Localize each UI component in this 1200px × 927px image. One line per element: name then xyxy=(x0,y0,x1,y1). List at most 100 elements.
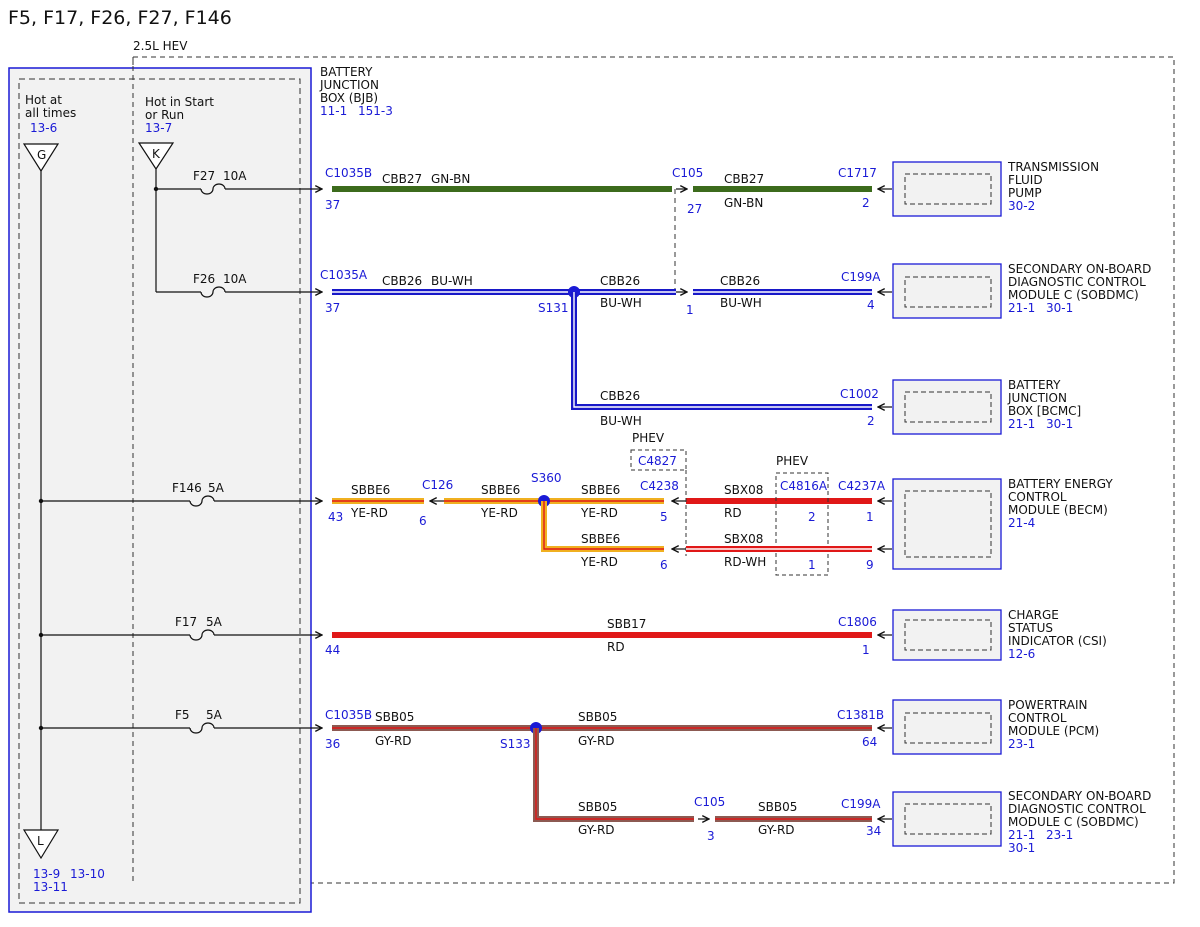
svg-text:30-1: 30-1 xyxy=(1008,841,1035,855)
svg-text:SBBE6: SBBE6 xyxy=(581,532,620,546)
svg-text:RD: RD xyxy=(724,506,742,520)
svg-text:6: 6 xyxy=(419,514,427,528)
svg-text:BOX (BJB): BOX (BJB) xyxy=(320,91,378,105)
svg-text:GY-RD: GY-RD xyxy=(375,734,412,748)
circuit-sbb17: 44 SBB17 RD C1806 1 xyxy=(325,615,892,657)
svg-text:BU-WH: BU-WH xyxy=(600,296,642,310)
svg-text:C126: C126 xyxy=(422,478,453,492)
svg-text:2: 2 xyxy=(867,414,875,428)
svg-text:TRANSMISSION: TRANSMISSION xyxy=(1007,160,1099,174)
svg-text:13-10: 13-10 xyxy=(70,867,105,881)
svg-text:10A: 10A xyxy=(223,272,247,286)
svg-text:PHEV: PHEV xyxy=(632,431,665,445)
component-transmission-fluid-pump: TRANSMISSION FLUID PUMP 30-2 xyxy=(892,160,1099,217)
component-csi: CHARGE STATUS INDICATOR (CSI) 12-6 xyxy=(892,608,1107,661)
svg-text:DIAGNOSTIC CONTROL: DIAGNOSTIC CONTROL xyxy=(1008,802,1146,816)
phev-c4816a: PHEV C4816A 2 1 xyxy=(775,454,829,576)
svg-text:C199A: C199A xyxy=(841,270,881,284)
circuit-cbb27: C1035B 37 CBB27 GN-BN C105 27 CBB27 GN-B… xyxy=(325,166,892,292)
svg-text:GN-BN: GN-BN xyxy=(724,196,763,210)
svg-text:MODULE C (SOBDMC): MODULE C (SOBDMC) xyxy=(1008,288,1139,302)
circuit-sbb05-branch: SBB05 GY-RD C105 3 SBB05 GY-RD C199A 34 xyxy=(533,728,892,843)
svg-text:C105: C105 xyxy=(672,166,703,180)
source-g-triangle xyxy=(22,143,60,173)
svg-text:G: G xyxy=(37,148,46,162)
svg-text:1: 1 xyxy=(862,643,870,657)
svg-text:SBX08: SBX08 xyxy=(724,483,763,497)
svg-text:F17: F17 xyxy=(175,615,197,629)
svg-text:13-7: 13-7 xyxy=(145,121,172,135)
svg-text:C1002: C1002 xyxy=(840,387,879,401)
svg-text:or Run: or Run xyxy=(145,108,184,122)
svg-text:10A: 10A xyxy=(223,169,247,183)
svg-text:C1381B: C1381B xyxy=(837,708,884,722)
svg-text:5A: 5A xyxy=(206,708,223,722)
svg-text:SBBE6: SBBE6 xyxy=(481,483,520,497)
svg-text:C1806: C1806 xyxy=(838,615,877,629)
fuse-f26: F26 10A xyxy=(156,272,322,298)
svg-text:C4816A: C4816A xyxy=(780,479,828,493)
svg-text:21-1: 21-1 xyxy=(1008,301,1035,315)
svg-text:S131: S131 xyxy=(538,301,569,315)
svg-text:MODULE (PCM): MODULE (PCM) xyxy=(1008,724,1099,738)
bjb-outline xyxy=(8,67,312,913)
svg-text:5: 5 xyxy=(660,510,668,524)
svg-text:MODULE C (SOBDMC): MODULE C (SOBDMC) xyxy=(1008,815,1139,829)
svg-text:13-6: 13-6 xyxy=(30,121,57,135)
svg-text:36: 36 xyxy=(325,737,340,751)
svg-text:23-1: 23-1 xyxy=(1046,828,1073,842)
svg-text:SBBE6: SBBE6 xyxy=(581,483,620,497)
circuit-sbb05: C1035B 36 SBB05 GY-RD S133 SBB05 GY-RD C… xyxy=(325,708,892,751)
source-hot-at-all-times: Hot at all times 13-6 G xyxy=(22,93,76,173)
svg-text:BATTERY ENERGY: BATTERY ENERGY xyxy=(1008,477,1113,491)
svg-text:SBB05: SBB05 xyxy=(758,800,797,814)
svg-text:RD-WH: RD-WH xyxy=(724,555,766,569)
svg-text:DIAGNOSTIC CONTROL: DIAGNOSTIC CONTROL xyxy=(1008,275,1146,289)
svg-text:C4827: C4827 xyxy=(638,454,677,468)
svg-text:CBB26: CBB26 xyxy=(720,274,760,288)
svg-text:SBBE6: SBBE6 xyxy=(351,483,390,497)
svg-text:Hot at: Hot at xyxy=(25,93,62,107)
svg-text:BATTERY: BATTERY xyxy=(1008,378,1061,392)
svg-text:STATUS: STATUS xyxy=(1008,621,1053,635)
svg-text:9: 9 xyxy=(866,558,874,572)
svg-text:64: 64 xyxy=(862,735,877,749)
svg-text:POWERTRAIN: POWERTRAIN xyxy=(1008,698,1088,712)
svg-text:K: K xyxy=(152,147,161,161)
bus-end-l: L 13-9 13-10 13-11 xyxy=(22,829,105,894)
svg-text:YE-RD: YE-RD xyxy=(350,506,388,520)
svg-text:C1035B: C1035B xyxy=(325,708,372,722)
svg-text:F27: F27 xyxy=(193,169,215,183)
svg-text:CBB26: CBB26 xyxy=(600,389,640,403)
svg-text:CBB26: CBB26 xyxy=(382,274,422,288)
source-hot-in-start-run: Hot in Start or Run 13-7 K xyxy=(137,95,214,171)
fuse-f17: F17 5A xyxy=(38,615,322,641)
svg-text:1: 1 xyxy=(686,303,694,317)
svg-text:12-6: 12-6 xyxy=(1008,647,1035,661)
circuit-sbbe6: 43 SBBE6 YE-RD C126 6 SBBE6 YE-RD S360 S… xyxy=(328,471,892,528)
fuse-f5: F5 5A xyxy=(38,708,322,734)
svg-text:21-1: 21-1 xyxy=(1008,417,1035,431)
svg-text:6: 6 xyxy=(660,558,668,572)
svg-text:INDICATOR (CSI): INDICATOR (CSI) xyxy=(1008,634,1107,648)
svg-text:F146: F146 xyxy=(172,481,202,495)
svg-text:MODULE (BECM): MODULE (BECM) xyxy=(1008,503,1108,517)
svg-text:JUNCTION: JUNCTION xyxy=(1007,391,1067,405)
svg-text:21-4: 21-4 xyxy=(1008,516,1035,530)
svg-text:PUMP: PUMP xyxy=(1008,186,1042,200)
svg-text:21-1: 21-1 xyxy=(1008,828,1035,842)
svg-text:4: 4 xyxy=(867,298,875,312)
svg-text:SBB17: SBB17 xyxy=(607,617,646,631)
svg-text:BU-WH: BU-WH xyxy=(600,414,642,428)
svg-text:SECONDARY ON-BOARD: SECONDARY ON-BOARD xyxy=(1008,789,1151,803)
svg-text:5A: 5A xyxy=(206,615,223,629)
svg-text:5A: 5A xyxy=(208,481,225,495)
svg-text:C4238: C4238 xyxy=(640,479,679,493)
svg-text:37: 37 xyxy=(325,301,340,315)
svg-text:34: 34 xyxy=(866,824,881,838)
variant-label: 2.5L HEV xyxy=(133,39,188,53)
svg-text:F26: F26 xyxy=(193,272,215,286)
svg-text:S133: S133 xyxy=(500,737,531,751)
circuit-sbbe6-branch: SBBE6 YE-RD 6 SBX08 RD-WH 9 xyxy=(541,501,892,572)
